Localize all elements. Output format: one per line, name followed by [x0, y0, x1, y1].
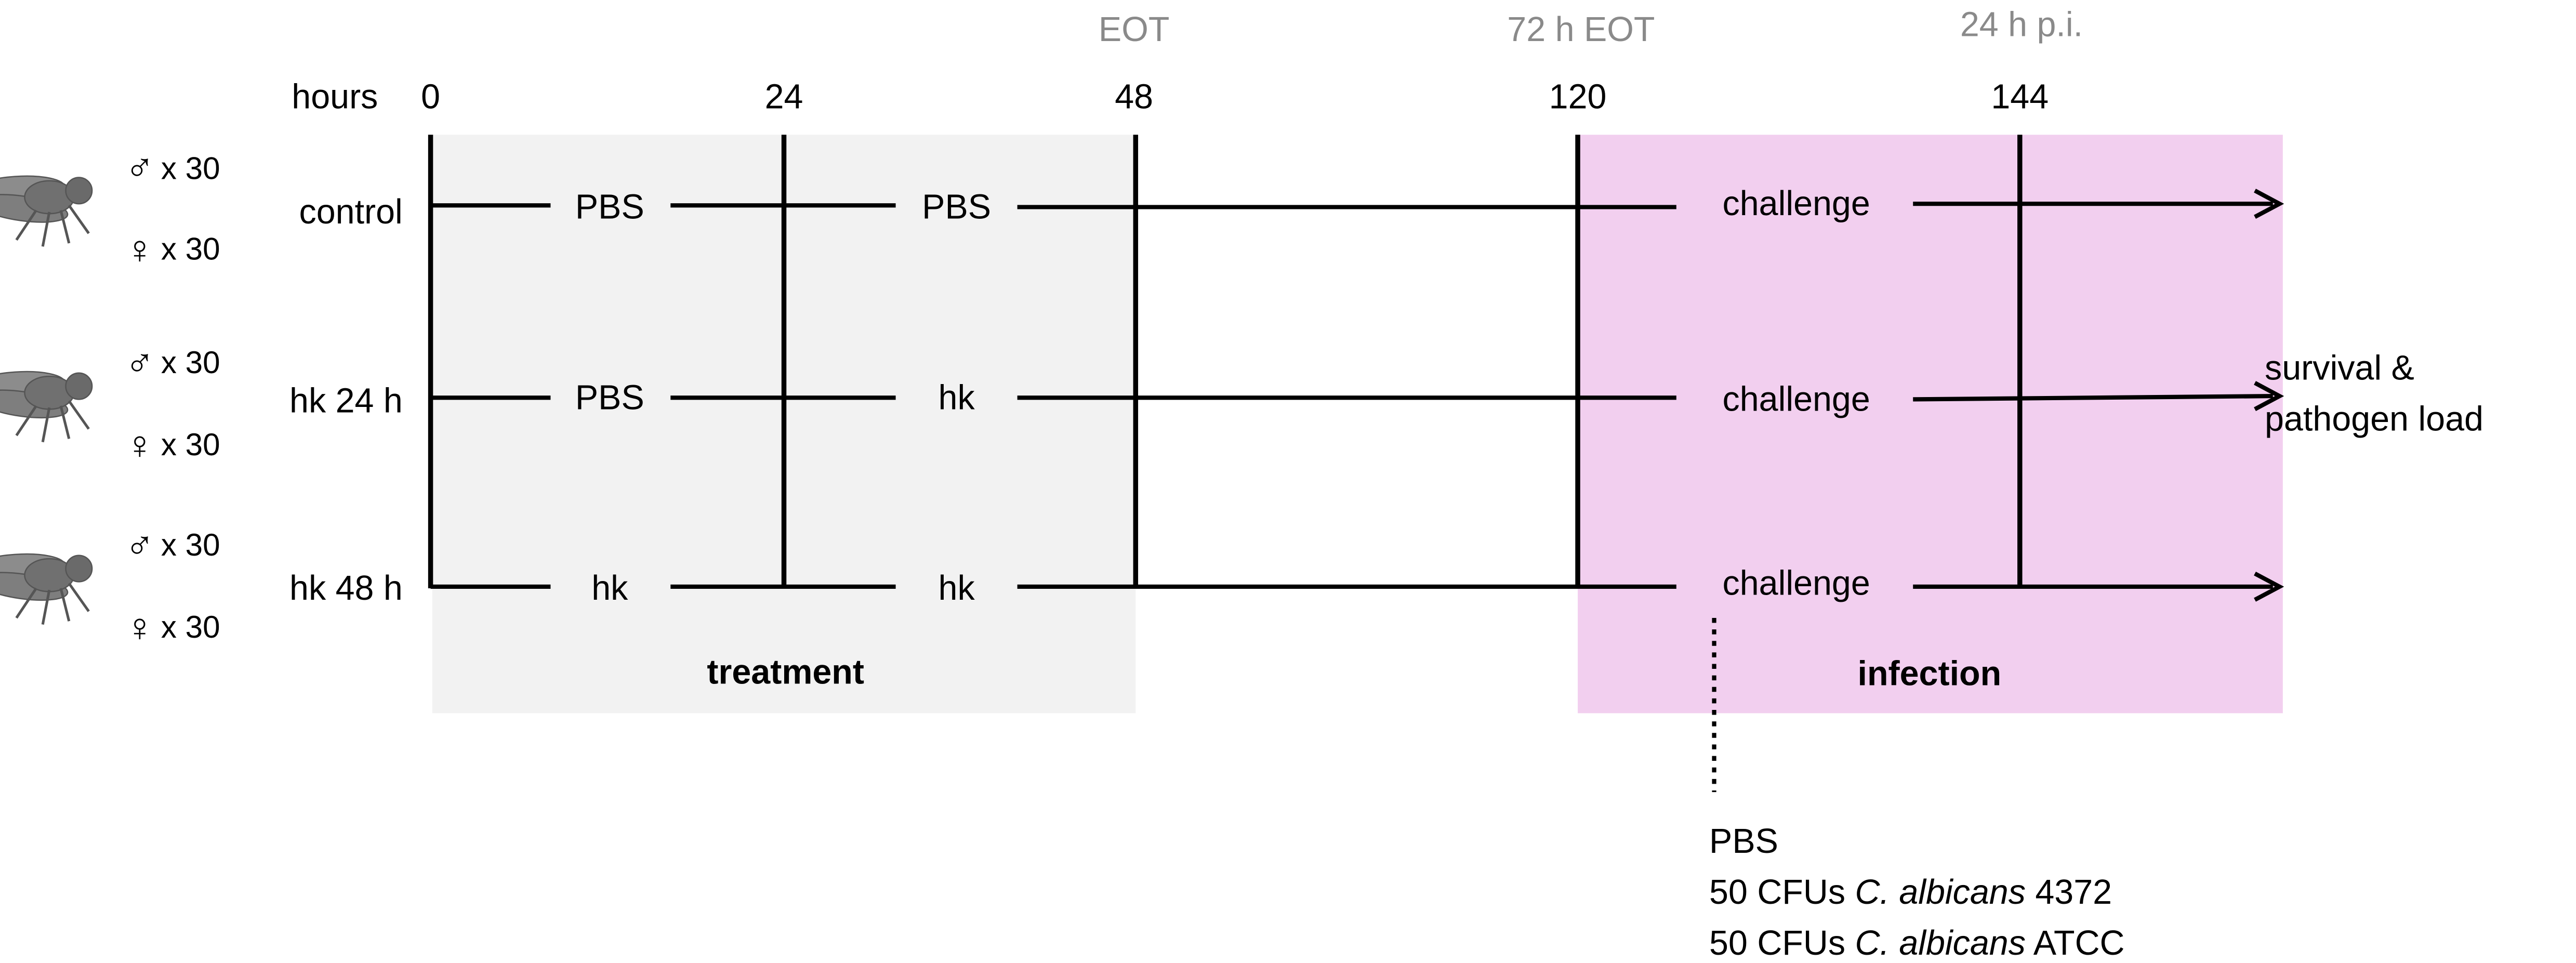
outcome-label-line2: pathogen load — [2265, 400, 2483, 438]
challenge-option-atcc: 50 CFUs C. albicans ATCC — [1709, 924, 2124, 962]
female-count: x 30 — [161, 232, 220, 267]
hour-tick-48: 48 — [1115, 78, 1153, 116]
male-count: x 30 — [161, 527, 220, 562]
fly-icon — [0, 368, 92, 442]
group-label-hk-48h: hk 48 h — [289, 569, 403, 608]
row1-treatment-1: PBS — [575, 188, 644, 227]
row3-challenge: challenge — [1723, 564, 1870, 603]
row2-seg-d — [1913, 393, 2273, 402]
male-symbol: ♂ — [125, 146, 154, 190]
row2-treatment-1: PBS — [575, 378, 644, 417]
row3-treatment-1: hk — [591, 569, 628, 608]
row2-challenge: challenge — [1723, 380, 1870, 419]
male-count: x 30 — [161, 345, 220, 380]
hour-tick-144: 144 — [1991, 78, 2049, 116]
male-count: x 30 — [161, 151, 220, 186]
fly-icon — [0, 551, 92, 624]
hour-tick-120: 120 — [1549, 78, 1607, 116]
24h-pi-annotation: 24 h p.i. — [1960, 6, 2083, 44]
hours-axis-label: hours — [292, 78, 378, 116]
arrow-right-icon — [2254, 381, 2284, 411]
row3-treatment-2: hk — [939, 569, 975, 608]
challenge-option-pbs: PBS — [1709, 822, 1778, 861]
hour-tick-24: 24 — [765, 78, 803, 116]
infection-phase-label: infection — [1858, 655, 2002, 693]
eot-annotation: EOT — [1099, 10, 1169, 49]
outcome-label-line1: survival & — [2265, 349, 2414, 387]
fly-icon — [0, 173, 92, 246]
row1-challenge: challenge — [1723, 184, 1870, 223]
female-count: x 30 — [161, 427, 220, 462]
hour-tick-0: 0 — [421, 78, 440, 116]
group-label-hk-24h: hk 24 h — [289, 382, 403, 420]
female-count: x 30 — [161, 610, 220, 644]
arrow-right-icon — [2254, 571, 2284, 602]
male-symbol: ♂ — [125, 523, 154, 568]
female-symbol: ♀ — [125, 423, 154, 467]
treatment-phase-label: treatment — [707, 653, 864, 691]
challenge-option-4372: 50 CFUs C. albicans 4372 — [1709, 873, 2112, 912]
female-symbol: ♀ — [125, 605, 154, 650]
arrow-right-icon — [2254, 189, 2284, 219]
row2-treatment-2: hk — [939, 378, 975, 417]
group-label-control: control — [299, 193, 403, 231]
female-symbol: ♀ — [125, 228, 154, 272]
row1-treatment-2: PBS — [922, 188, 991, 227]
male-symbol: ♂ — [125, 341, 154, 385]
infection-phase-box — [1578, 135, 2283, 714]
72h-eot-annotation: 72 h EOT — [1507, 10, 1655, 49]
